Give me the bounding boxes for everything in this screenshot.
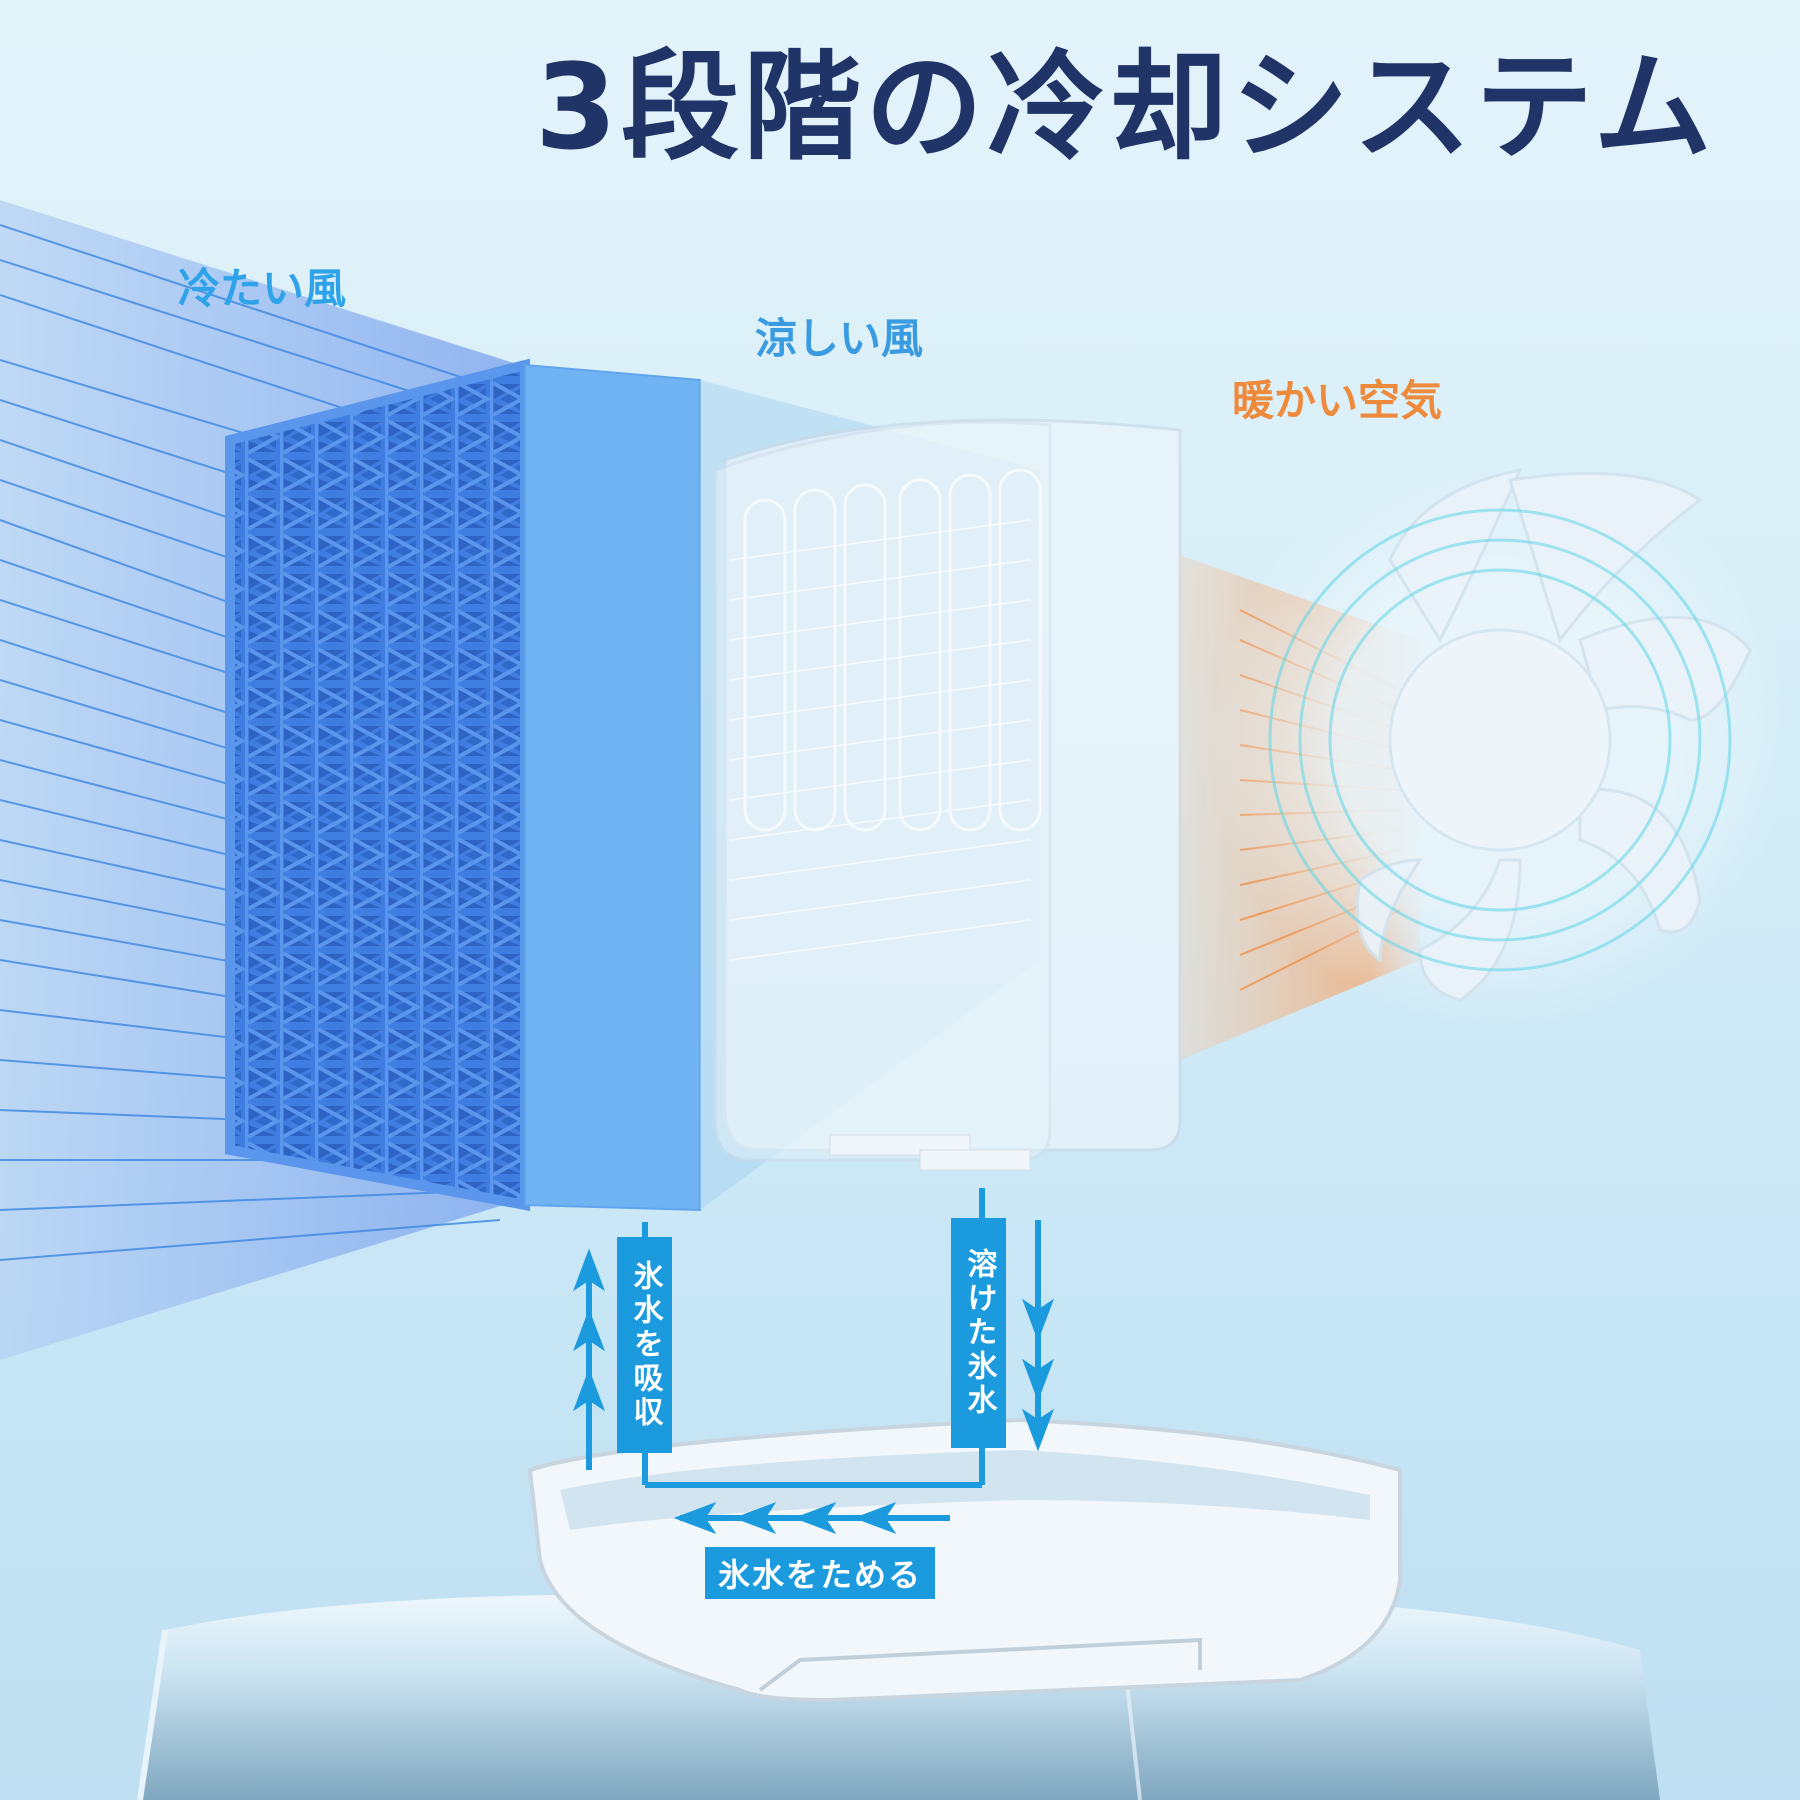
- stage-label-cool-air: 涼しい風: [755, 314, 924, 363]
- water-cycle-arrows: [572, 1188, 1055, 1535]
- ice-pack: [713, 418, 1182, 1171]
- melted-ice-water-label: 溶けた氷水: [951, 1218, 1006, 1448]
- stage-label-cold-air: 冷たい風: [178, 264, 347, 313]
- water-tray: [527, 1417, 1402, 1703]
- stage-label-warm-air: 暖かい空気: [1232, 376, 1443, 425]
- page-title: 3段階の冷却システム: [535, 38, 1716, 176]
- fan: [1210, 450, 1790, 1030]
- absorb-ice-water-label: 氷水を吸収: [617, 1237, 672, 1453]
- store-ice-water-label: 氷水をためる: [705, 1547, 935, 1599]
- honeycomb-filter: [225, 358, 701, 1212]
